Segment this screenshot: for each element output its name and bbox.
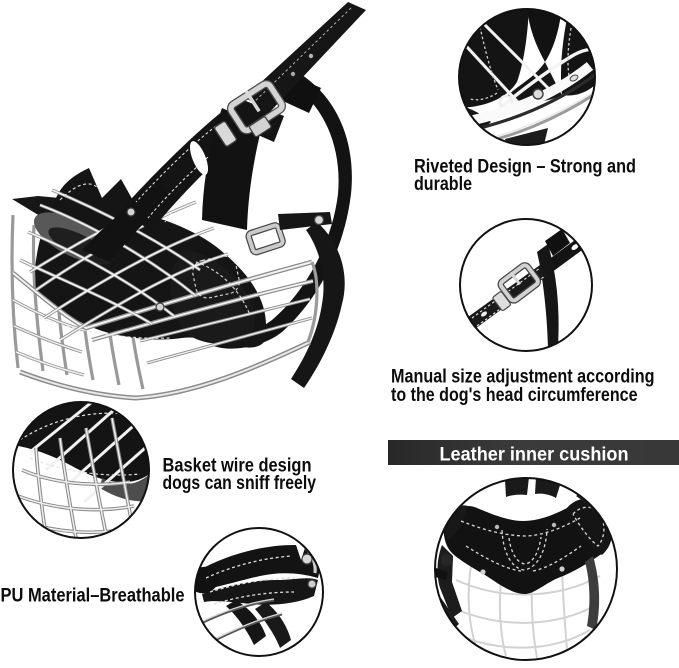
svg-text:dogs can sniff freely: dogs can sniff freely	[163, 472, 317, 494]
svg-text:PU Material–Breathable: PU Material–Breathable	[1, 585, 185, 607]
svg-text:Leather inner cushion: Leather inner cushion	[440, 444, 629, 466]
svg-text:durable: durable	[414, 173, 472, 195]
svg-text:Manual size adjustment accordi: Manual size adjustment according	[391, 366, 655, 388]
svg-text:Basket wire design: Basket wire design	[163, 455, 312, 477]
svg-text:to the dog's head circumferenc: to the dog's head circumference	[391, 384, 638, 406]
svg-text:Riveted Design – Strong and: Riveted Design – Strong and	[414, 156, 636, 178]
